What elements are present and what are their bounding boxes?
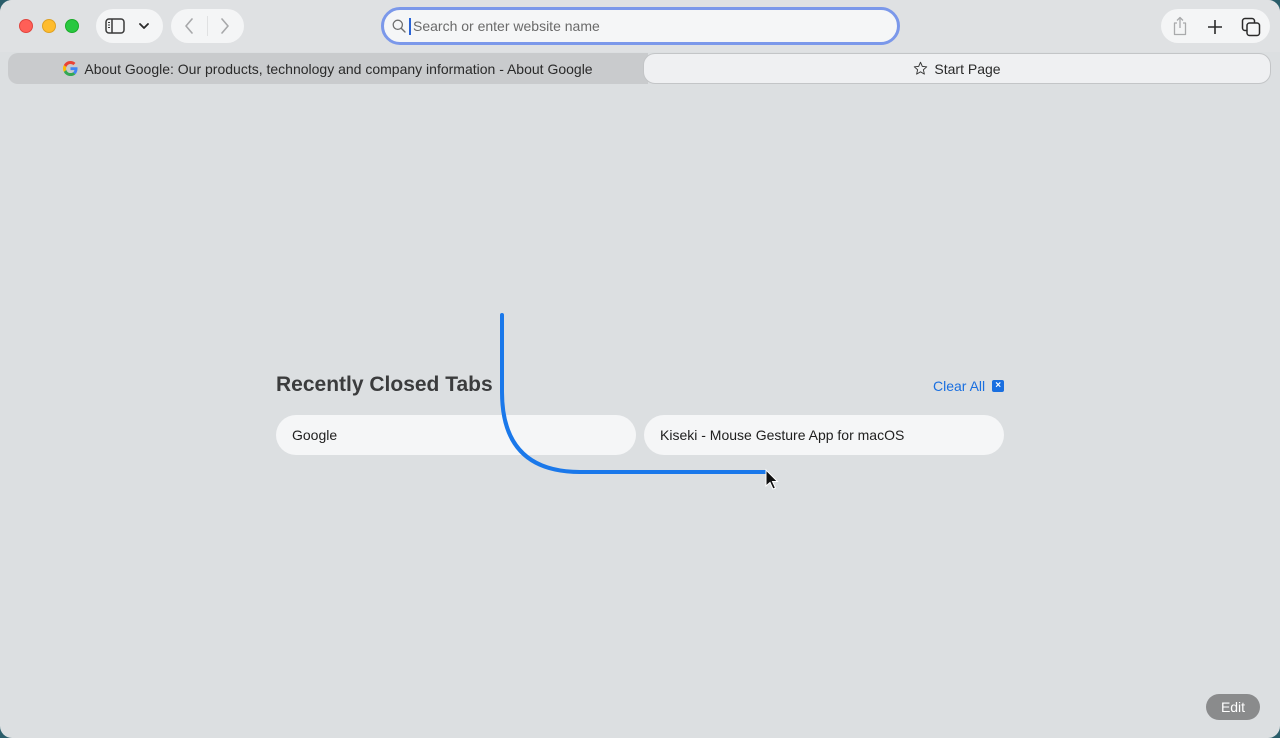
minimize-window-button[interactable] — [42, 19, 56, 33]
tab-title: About Google: Our products, technology a… — [84, 60, 593, 77]
star-icon — [913, 61, 928, 76]
tab-about-google[interactable]: About Google: Our products, technology a… — [8, 53, 648, 84]
plus-icon — [1208, 20, 1222, 34]
chevron-right-icon — [221, 18, 229, 34]
sidebar-icon[interactable] — [105, 17, 125, 35]
window-actions — [1161, 9, 1270, 43]
chevron-down-icon[interactable] — [138, 21, 150, 31]
search-input[interactable]: Search or enter website name — [413, 18, 600, 34]
x-box-icon: × — [992, 380, 1005, 392]
share-icon[interactable] — [1170, 15, 1190, 37]
edit-button[interactable]: Edit — [1206, 694, 1260, 720]
maximize-window-button[interactable] — [65, 19, 79, 33]
magnifier-icon — [392, 19, 406, 33]
tab-title: Start Page — [934, 60, 1001, 77]
navigation-control — [171, 9, 244, 43]
clear-all-label: Clear All — [933, 378, 986, 394]
mouse-cursor-icon — [765, 468, 779, 490]
section-title: Recently Closed Tabs — [276, 373, 493, 396]
tab-bar: About Google: Our products, technology a… — [0, 52, 1280, 86]
clear-all-button[interactable]: Clear All × — [933, 378, 1005, 394]
closed-tab-title: Kiseki - Mouse Gesture App for macOS — [660, 427, 905, 443]
closed-tab-item[interactable]: Google — [276, 415, 636, 455]
nav-divider — [207, 16, 208, 36]
tab-overview-icon[interactable] — [1240, 16, 1262, 38]
back-button[interactable] — [181, 17, 197, 35]
google-favicon — [63, 61, 78, 76]
chevron-left-icon — [185, 18, 193, 34]
text-caret — [409, 17, 411, 35]
new-tab-button[interactable] — [1205, 17, 1225, 37]
tab-start-page[interactable]: Start Page — [643, 53, 1271, 84]
closed-tab-item[interactable]: Kiseki - Mouse Gesture App for macOS — [644, 415, 1004, 455]
toolbar: Search or enter website name — [0, 0, 1280, 52]
sidebar-control — [96, 9, 163, 43]
closed-tab-title: Google — [292, 427, 338, 443]
forward-button[interactable] — [217, 17, 233, 35]
address-bar[interactable]: Search or enter website name — [381, 7, 900, 45]
close-window-button[interactable] — [19, 19, 33, 33]
